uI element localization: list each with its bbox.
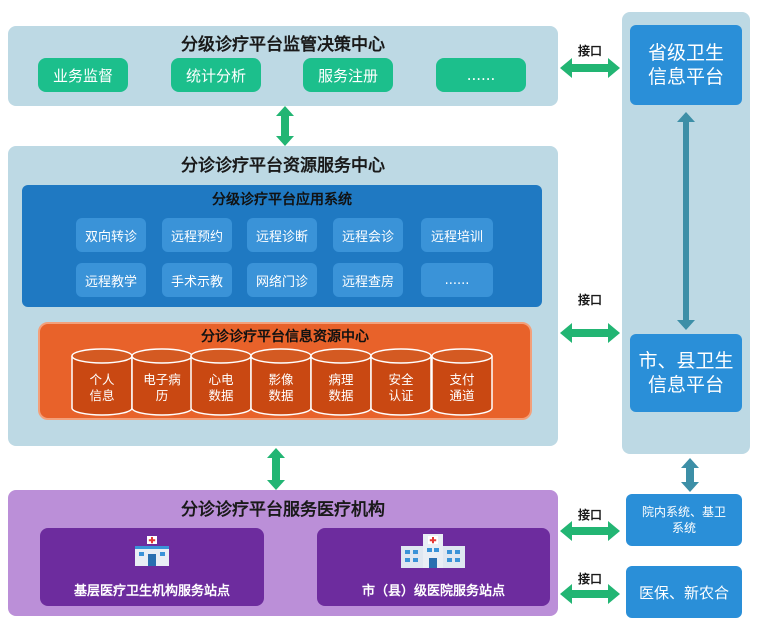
- db-ecg-line1: 心电: [208, 372, 234, 387]
- decision-center-title: 分级诊疗平台监管决策中心: [181, 35, 385, 55]
- app-remote-ward-round[interactable]: 远程查房: [333, 263, 403, 297]
- cylinder-top: [190, 348, 252, 364]
- hospital-system-line1: 院内系统、基卫: [641, 505, 726, 519]
- provincial-platform-box[interactable]: 省级卫生 信息平台: [630, 25, 742, 105]
- cylinder-body: [310, 356, 372, 416]
- city-hospital-site-box[interactable]: 市（县）级医院服务站点: [317, 528, 550, 606]
- medical-institution-title: 分诊诊疗平台服务医疗机构: [181, 500, 385, 520]
- app-remote-teaching[interactable]: 远程教学: [76, 263, 146, 297]
- cylinder-body: [431, 356, 493, 416]
- city-county-platform-line1: 市、县卫生: [638, 350, 734, 372]
- app-online-clinic[interactable]: 网络门诊: [247, 263, 317, 297]
- cylinder-top: [131, 348, 193, 364]
- db-imaging-line1: 影像: [268, 372, 294, 387]
- db-security-auth-line2: 认证: [388, 388, 414, 403]
- interface-label-top: 接口: [578, 44, 603, 58]
- hospital-system-box[interactable]: 院内系统、基卫 系统: [626, 494, 742, 546]
- business-supervision-button[interactable]: 业务监督: [38, 58, 128, 92]
- provincial-platform-line2: 信息平台: [647, 66, 724, 88]
- app-system-title: 分级诊疗平台应用系统: [212, 192, 352, 208]
- db-emr-line2: 历: [155, 388, 169, 403]
- more-button[interactable]: ......: [436, 58, 526, 92]
- db-pathology-line2: 数据: [328, 388, 354, 403]
- cylinder-top: [370, 348, 432, 364]
- city-county-platform-box[interactable]: 市、县卫生 信息平台: [630, 334, 742, 412]
- cylinder-top: [250, 348, 312, 364]
- interface-label-middle: 接口: [578, 293, 603, 307]
- db-payment-channel[interactable]: 支付 通道: [432, 372, 492, 404]
- provincial-platform-line1: 省级卫生: [647, 42, 724, 64]
- app-remote-training[interactable]: 远程培训: [421, 218, 493, 252]
- cylinder-body: [71, 356, 133, 416]
- cylinder-body: [370, 356, 432, 416]
- db-personal-info-line2: 信息: [89, 388, 115, 403]
- db-security-auth[interactable]: 安全 认证: [371, 372, 431, 404]
- city-county-platform-line2: 信息平台: [647, 374, 724, 396]
- db-ecg[interactable]: 心电 数据: [191, 372, 251, 404]
- statistics-analysis-button[interactable]: 统计分析: [171, 58, 261, 92]
- app-remote-consultation[interactable]: 远程会诊: [333, 218, 403, 252]
- cylinder-body: [190, 356, 252, 416]
- insurance-box[interactable]: 医保、新农合: [626, 566, 742, 618]
- db-personal-info[interactable]: 个人 信息: [72, 372, 132, 404]
- service-registration-button[interactable]: 服务注册: [303, 58, 393, 92]
- app-surgery-demo[interactable]: 手术示教: [162, 263, 232, 297]
- db-security-auth-line1: 安全: [388, 372, 414, 387]
- db-pathology-line1: 病理: [328, 372, 354, 387]
- interface-label-hospital: 接口: [578, 508, 603, 522]
- db-ecg-line2: 数据: [208, 388, 234, 403]
- cylinder-top: [71, 348, 133, 364]
- app-remote-diagnosis[interactable]: 远程诊断: [247, 218, 317, 252]
- db-personal-info-line1: 个人: [89, 372, 115, 387]
- cylinder-body: [250, 356, 312, 416]
- db-emr-line1: 电子病: [143, 372, 181, 387]
- primary-care-site-label: 基层医疗卫生机构服务站点: [73, 584, 230, 599]
- hospital-building-icon: [401, 534, 465, 568]
- primary-care-site-box[interactable]: 基层医疗卫生机构服务站点: [40, 528, 264, 606]
- db-imaging[interactable]: 影像 数据: [251, 372, 311, 404]
- db-imaging-line2: 数据: [268, 388, 294, 403]
- app-referral[interactable]: 双向转诊: [76, 218, 146, 252]
- db-payment-channel-line2: 通道: [449, 388, 475, 403]
- db-pathology[interactable]: 病理 数据: [311, 372, 371, 404]
- app-more[interactable]: ......: [421, 263, 493, 297]
- info-resource-title: 分诊诊疗平台信息资源中心: [201, 329, 369, 345]
- db-payment-channel-line1: 支付: [449, 372, 475, 387]
- cylinder-top: [431, 348, 493, 364]
- app-remote-appointment[interactable]: 远程预约: [162, 218, 232, 252]
- city-hospital-site-label: 市（县）级医院服务站点: [361, 584, 505, 599]
- db-emr[interactable]: 电子病 历: [132, 372, 192, 404]
- interface-label-insurance: 接口: [578, 572, 603, 586]
- cylinder-top: [310, 348, 372, 364]
- cylinder-body: [131, 356, 193, 416]
- clinic-building-icon: [135, 536, 169, 566]
- hospital-system-line2: 系统: [671, 521, 696, 535]
- resource-center-title: 分诊诊疗平台资源服务中心: [181, 156, 385, 176]
